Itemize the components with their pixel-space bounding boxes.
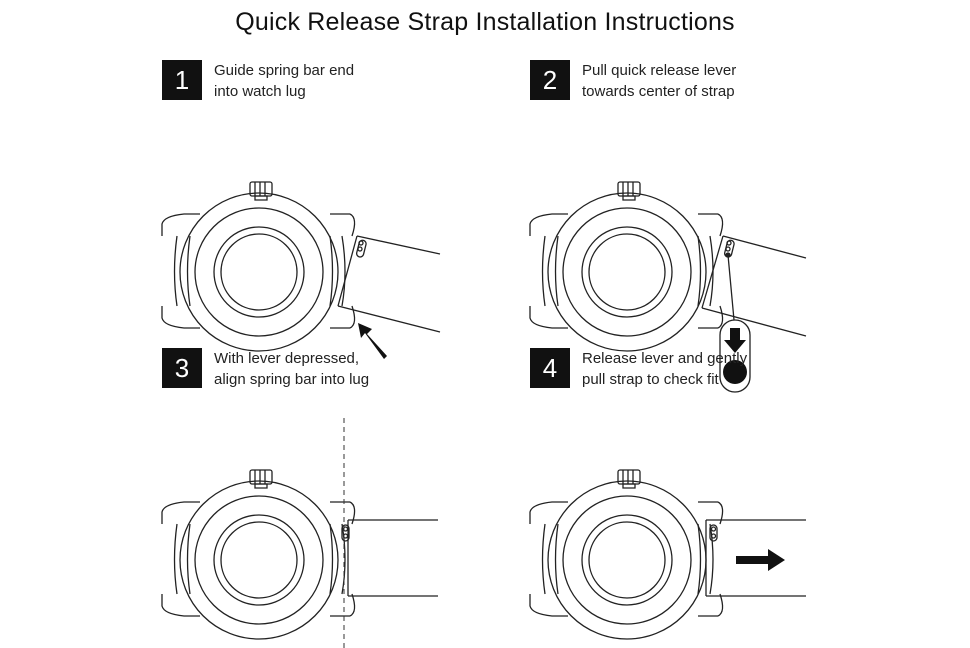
step-instruction: With lever depressed, align spring bar i… [214,348,369,390]
step-number-badge: 3 [162,348,202,388]
watch-illustration [161,181,462,359]
step-number-badge: 1 [162,60,202,100]
instruction-line-2: align spring bar into lug [214,371,370,388]
watch-illustration [529,181,830,392]
step-number-badge: 2 [530,60,570,100]
instruction-line-1: Guide spring bar end [214,62,355,79]
strap-end-icon [702,236,806,336]
watch-illustration [161,398,462,648]
step-number-badge: 4 [530,348,570,388]
instruction-line-2: into watch lug [214,83,306,100]
watch-icon [529,181,724,352]
insertion-arrow-icon [358,323,387,359]
step-1: 1 Guide spring bar end into watch lug [161,60,562,359]
strap-end-icon [338,236,440,332]
step-instruction: Pull quick release lever towards center … [582,60,736,102]
pull-arrow-icon [736,549,785,571]
step-instruction: Guide spring bar end into watch lug [214,60,354,102]
step-3: 3 With lever depressed, align spring bar… [161,348,562,638]
strap-end-icon [706,520,806,596]
strap-end-icon [342,520,438,596]
instruction-line-1: Pull quick release lever [582,62,737,79]
instruction-line-2: towards center of strap [582,83,735,100]
instruction-line-2: pull strap to check fit [582,371,719,388]
watch-icon [161,181,356,352]
watch-icon [529,469,724,640]
lever-detail-callout-icon [720,320,750,392]
step-4: 4 Release lever and gently pull strap to… [529,348,930,640]
instruction-line-1: Release lever and gently [582,350,748,367]
step-2: 2 Pull quick release lever towards cente… [529,60,930,350]
instruction-line-1: With lever depressed, [214,350,360,367]
watch-illustration [529,469,830,640]
watch-icon [161,469,356,640]
page-title: Quick Release Strap Installation Instruc… [235,8,735,36]
step-instruction: Release lever and gently pull strap to c… [582,348,747,390]
